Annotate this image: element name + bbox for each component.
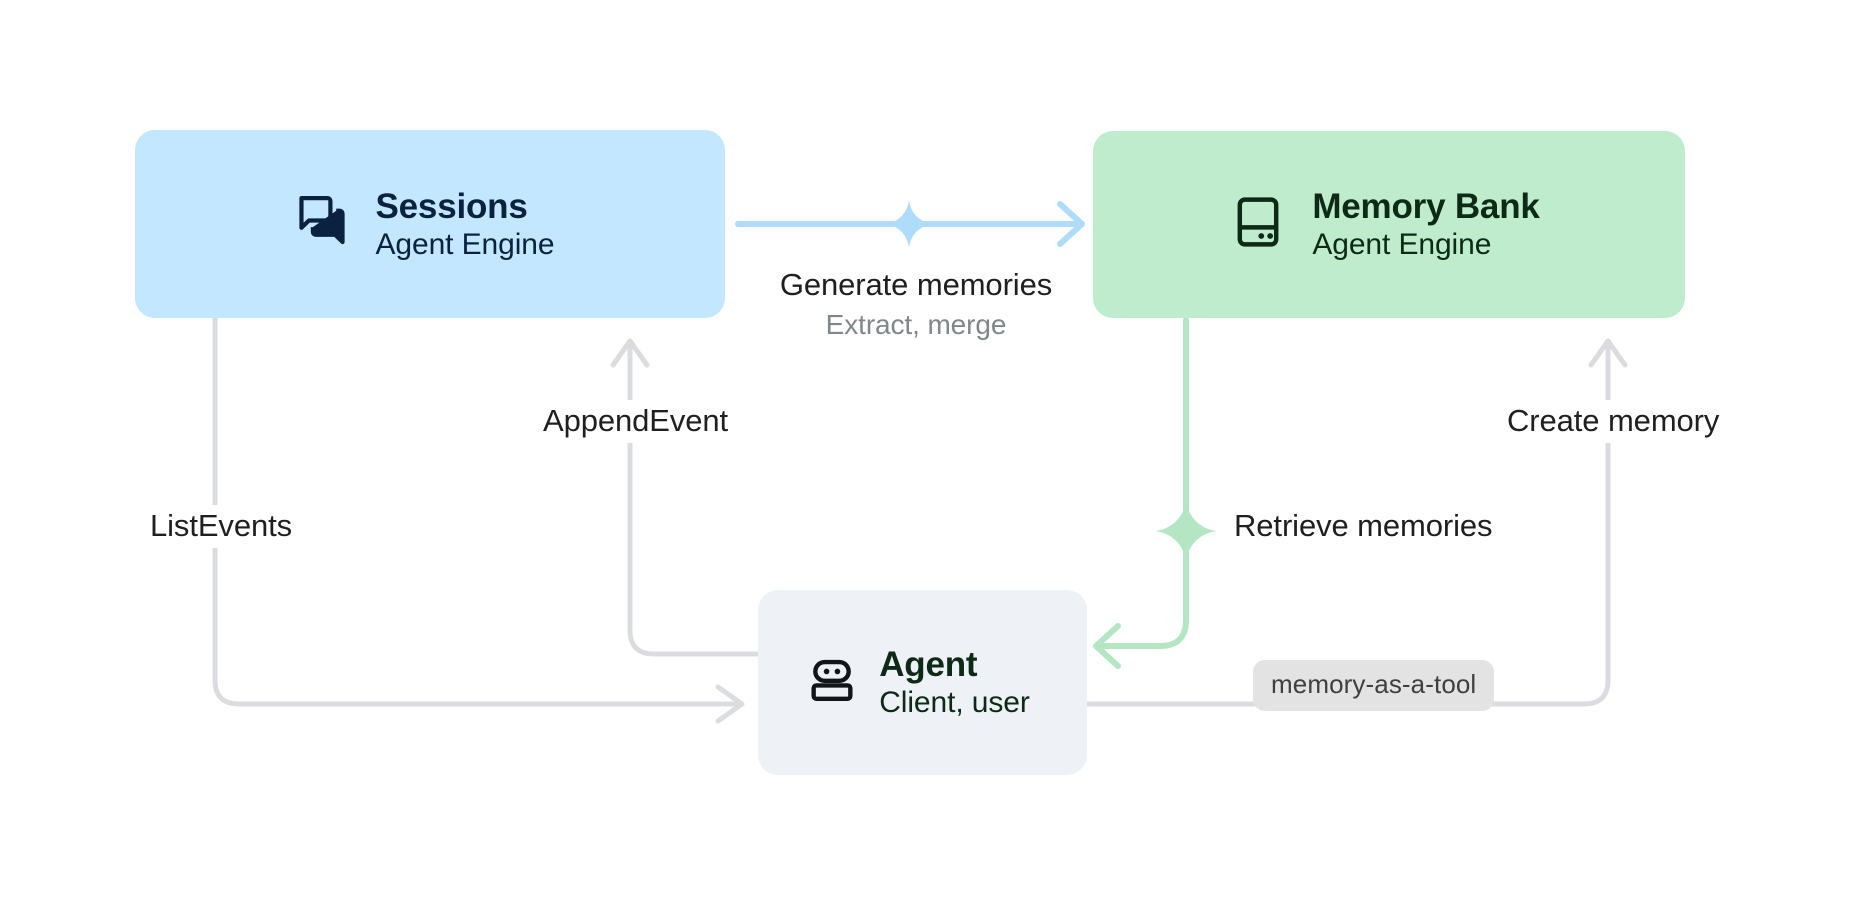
node-agent[interactable]: Agent Client, user [758, 590, 1087, 775]
edge-label-create-memory: Create memory [1495, 400, 1732, 443]
forum-icon [294, 193, 350, 254]
edge-generate-memories-arrowhead [1057, 201, 1085, 247]
node-agent-title: Agent [879, 645, 978, 685]
edge-append-event-arrowhead [610, 338, 650, 368]
database-icon [1230, 194, 1286, 255]
edge-label-append-event: AppendEvent [533, 400, 739, 443]
edge-create-memory-arrowhead [1588, 338, 1628, 368]
edge-retrieve-memories-arrowhead [1093, 623, 1121, 669]
edge-label-retrieve-memories: Retrieve memories [1222, 505, 1505, 548]
node-agent-subtitle: Client, user [879, 686, 1030, 720]
edge-label-list-events: ListEvents [140, 505, 303, 548]
edge-append-event [627, 345, 761, 657]
node-sessions-subtitle: Agent Engine [375, 227, 555, 261]
edge-label-generate-memories-sub: Extract, merge [825, 308, 1007, 340]
sparkle-icon [885, 200, 933, 253]
edge-retrieve-memories [1097, 317, 1189, 649]
edge-label-generate-memories: Generate memories Extract, merge [765, 265, 1067, 343]
node-memory-bank[interactable]: Memory Bank Agent Engine [1093, 131, 1685, 318]
sparkle-icon [1155, 500, 1217, 567]
node-sessions-title: Sessions [375, 186, 528, 226]
edge-list-events-arrowhead [715, 684, 745, 724]
edge-label-generate-memories-text: Generate memories [779, 267, 1053, 302]
chip-memory-as-a-tool: memory-as-a-tool [1253, 660, 1495, 711]
node-memory-bank-title: Memory Bank [1312, 187, 1540, 227]
node-memory-bank-subtitle: Agent Engine [1312, 228, 1492, 262]
node-sessions[interactable]: Sessions Agent Engine [135, 130, 725, 318]
robot-icon [807, 655, 857, 710]
